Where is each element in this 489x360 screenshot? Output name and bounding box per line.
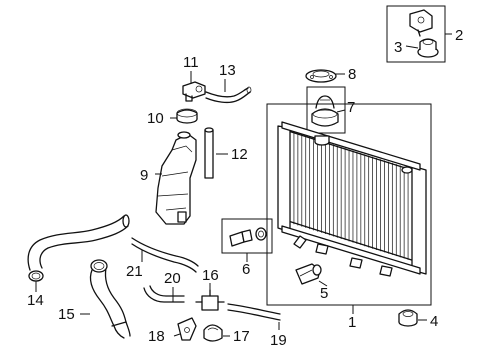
callout-16: 16 bbox=[202, 267, 219, 284]
radiator-cap-part-7 bbox=[311, 95, 339, 127]
callout-20: 20 bbox=[164, 270, 181, 287]
callout-12: 12 bbox=[231, 146, 248, 163]
joint-part-16 bbox=[195, 289, 225, 311]
clamp-part-17 bbox=[203, 324, 223, 342]
callout-8: 8 bbox=[348, 66, 356, 83]
pipe-part-12 bbox=[204, 127, 214, 179]
callout-21: 21 bbox=[126, 263, 143, 280]
cap-seat-part-8 bbox=[305, 69, 337, 83]
callout-1: 1 bbox=[348, 314, 356, 331]
box-part-1 bbox=[266, 103, 432, 306]
fitting-part-6 bbox=[229, 227, 267, 247]
leader-lines bbox=[35, 33, 452, 337]
callout-18: 18 bbox=[148, 328, 165, 345]
drain-plug-part-5 bbox=[295, 263, 322, 285]
callout-5: 5 bbox=[320, 285, 328, 302]
hose-part-21 bbox=[131, 237, 199, 273]
clamp-part-18 bbox=[177, 317, 197, 341]
radiator-part-1 bbox=[277, 121, 427, 277]
callout-7: 7 bbox=[347, 99, 355, 116]
callout-17: 17 bbox=[233, 328, 250, 345]
lower-hose-part-15 bbox=[89, 259, 131, 339]
cap-part-10 bbox=[176, 108, 198, 124]
upper-hose-part-14 bbox=[27, 214, 130, 282]
callout-2: 2 bbox=[455, 27, 463, 44]
callout-10: 10 bbox=[147, 110, 164, 127]
callout-13: 13 bbox=[219, 62, 236, 79]
callout-15: 15 bbox=[58, 306, 75, 323]
grommet-part-3 bbox=[417, 38, 439, 58]
sensor-part-11 bbox=[182, 81, 206, 102]
reservoir-tank-part-9 bbox=[155, 131, 197, 225]
bracket-part-2 bbox=[409, 9, 433, 37]
mount-part-4 bbox=[398, 309, 418, 327]
pipe-part-19 bbox=[227, 303, 281, 321]
hose-part-20 bbox=[143, 285, 185, 303]
radiator-fins bbox=[289, 131, 413, 261]
callout-3: 3 bbox=[394, 39, 402, 56]
hose-part-13 bbox=[205, 86, 252, 104]
callout-4: 4 bbox=[430, 313, 438, 330]
callout-9: 9 bbox=[140, 167, 148, 184]
callout-14: 14 bbox=[27, 292, 44, 309]
callout-labels: 1 2 3 4 5 6 7 8 9 10 11 12 13 14 15 16 1… bbox=[27, 27, 463, 349]
callout-6: 6 bbox=[242, 261, 250, 278]
callout-11: 11 bbox=[183, 54, 199, 71]
callout-19: 19 bbox=[270, 332, 287, 349]
